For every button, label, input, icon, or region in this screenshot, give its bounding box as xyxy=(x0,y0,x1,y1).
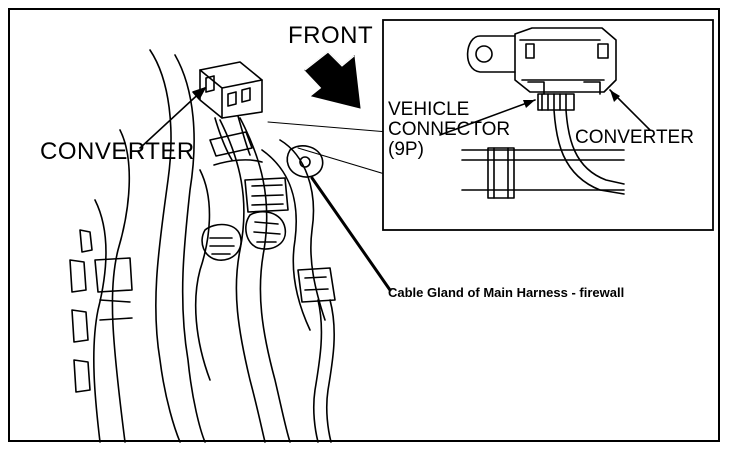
front-label: FRONT xyxy=(288,22,374,49)
converter-leader-line xyxy=(139,87,206,149)
vehicle-connector-line-2: CONNECTOR xyxy=(388,119,511,140)
inset-callout-line-top xyxy=(267,121,389,133)
gland-leader-line xyxy=(310,176,392,292)
inset-callout-line-bottom xyxy=(297,147,389,176)
cable-gland-caption: Cable Gland of Main Harness - firewall xyxy=(388,285,625,300)
converter-label: CONVERTER xyxy=(40,138,195,165)
converter-leader-arrowhead xyxy=(192,87,206,100)
inset-converter-label: CONVERTER xyxy=(575,127,694,148)
vehicle-connector-line-3: (9P) xyxy=(388,139,424,160)
inset-frame xyxy=(382,19,714,231)
vehicle-connector-line-1: VEHICLE xyxy=(388,99,470,120)
vehicle-connector-label: VEHICLE CONNECTOR (9P) xyxy=(388,100,510,160)
inset-detail xyxy=(382,19,714,231)
front-direction-arrow xyxy=(304,51,361,109)
engine-bay-drawing xyxy=(69,49,336,443)
